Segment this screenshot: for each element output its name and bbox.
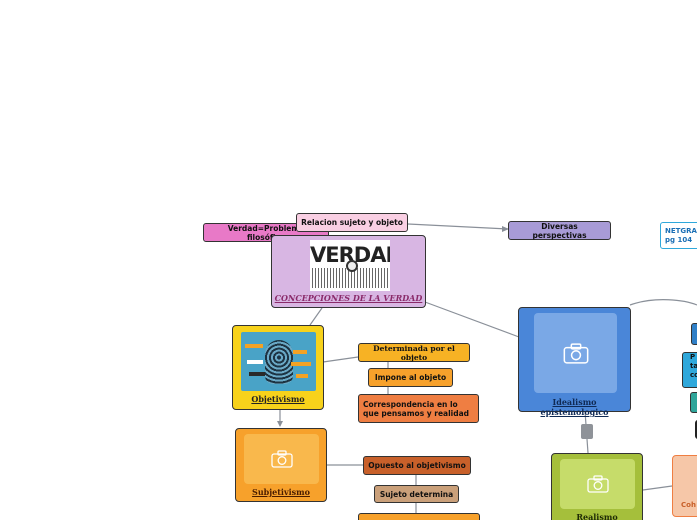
correspondencia-node[interactable]: Correspondencia en lo que pensamos y rea…	[358, 394, 479, 423]
subjetivismo-image-placeholder	[244, 434, 319, 484]
logo-stripes	[312, 268, 388, 288]
tag-5	[249, 372, 265, 376]
line-relacion-diversas	[407, 223, 509, 230]
fingerprint-head	[265, 340, 293, 384]
objetivismo-card[interactable]: Objetivismo	[232, 325, 324, 410]
sujeto-determina-node[interactable]: Sujeto determina	[374, 485, 459, 503]
right-node-dark[interactable]	[695, 420, 697, 439]
subjetivismo-card[interactable]: Subjetivismo	[235, 428, 327, 502]
coh-label: Coh	[681, 501, 696, 509]
realismo-image-placeholder	[560, 459, 635, 509]
tag-2	[293, 350, 307, 354]
line-idealismo-right	[629, 299, 697, 306]
arrow-subjetivismo	[277, 421, 283, 427]
collapsed-node-handle[interactable]	[581, 424, 593, 439]
magnifier-icon	[346, 260, 358, 272]
right-node-text-co: co	[690, 371, 697, 379]
central-topic-title: CONCEPCIONES DE LA VERDAD	[274, 293, 423, 303]
line-realismo-coh	[642, 485, 673, 491]
tag-4	[291, 362, 311, 366]
realismo-card[interactable]: Realismo	[551, 453, 643, 520]
idealismo-image-placeholder	[534, 313, 617, 393]
objetivismo-image	[241, 332, 316, 391]
right-node-teal-2[interactable]	[690, 392, 697, 413]
right-node-teal-1[interactable]	[691, 323, 697, 345]
impone-node[interactable]: Impone al objeto	[368, 368, 453, 387]
right-node-text-ta: ta	[690, 362, 697, 370]
central-topic-card[interactable]: VERDAD CONCEPCIONES DE LA VERDAD	[271, 235, 426, 308]
arrow-diversas	[502, 226, 509, 232]
tag-6	[296, 374, 308, 378]
right-node-text-p: P	[690, 353, 696, 361]
tag-1	[245, 344, 263, 348]
opuesto-node[interactable]: Opuesto al objetivismo	[363, 456, 471, 475]
determinada-node[interactable]: Determinada por el objeto	[358, 343, 470, 362]
next-subjetivismo-node[interactable]	[358, 513, 480, 520]
tag-3	[247, 360, 263, 364]
idealismo-card[interactable]: Idealismo epistemologico	[518, 307, 631, 417]
idealismo-label: Idealismo epistemologico	[540, 397, 609, 417]
netgraf-node[interactable]: NETGRA pg 104	[660, 222, 697, 249]
objetivismo-label: Objetivismo	[251, 394, 305, 404]
camera-icon	[586, 475, 609, 493]
verdad-logo-image: VERDAD	[310, 240, 390, 291]
line-objetivismo-determinada	[322, 356, 359, 363]
line-central-idealismo	[424, 301, 520, 338]
relacion-node[interactable]: Relacion sujeto y objeto	[296, 213, 408, 232]
coh-node[interactable]: Coh	[672, 455, 697, 517]
line-central-objetivismo	[309, 307, 323, 326]
right-node-cyan[interactable]: P ta co	[682, 352, 697, 388]
camera-icon	[563, 342, 588, 364]
subjetivismo-label: Subjetivismo	[252, 487, 310, 497]
diversas-node[interactable]: Diversas perspectivas	[508, 221, 611, 240]
realismo-label: Realismo	[576, 512, 618, 520]
camera-icon	[270, 450, 293, 468]
